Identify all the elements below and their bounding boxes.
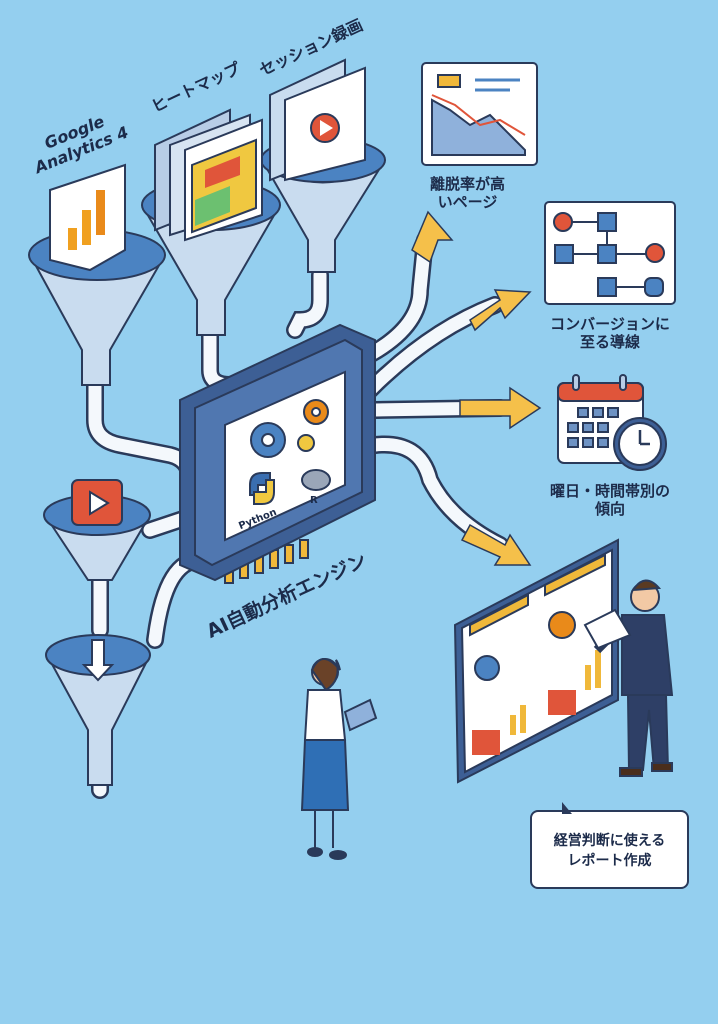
businessman-figure — [583, 579, 674, 777]
heatmap-windows — [154, 108, 263, 242]
output-label-conversion: コンバージョンに 至る導線 — [530, 315, 690, 351]
report-speech-bubble: 経営判断に使える レポート作成 — [530, 802, 689, 889]
output-label-line: 至る導線 — [579, 333, 640, 351]
conversion-flow-card — [544, 201, 676, 305]
session-windows — [269, 58, 366, 182]
output-arrows — [411, 210, 542, 566]
output-label-line: 離脱率が高 — [429, 175, 505, 193]
calendar-clock-icon — [557, 374, 667, 471]
funnel-lower — [45, 634, 151, 786]
r-label: R — [310, 495, 318, 506]
ai-engine-chip — [179, 323, 376, 584]
bounce-chart-card — [421, 62, 538, 166]
output-label-line: コンバージョンに — [550, 315, 670, 333]
output-label-line: 曜日・時間帯別の — [549, 482, 670, 500]
output-label-line: 傾向 — [594, 500, 625, 518]
bubble-line: 経営判断に使える — [553, 832, 666, 849]
bubble-line: レポート作成 — [567, 852, 652, 869]
output-label-bounce: 離脱率が高 いページ — [415, 175, 520, 211]
funnel-video — [43, 479, 151, 581]
output-label-line: いページ — [437, 193, 498, 211]
output-label-time-trend: 曜日・時間帯別の 傾向 — [530, 482, 690, 518]
report-dashboard — [453, 538, 619, 784]
businesswoman-figure — [300, 658, 378, 860]
ga4-card — [49, 163, 126, 272]
